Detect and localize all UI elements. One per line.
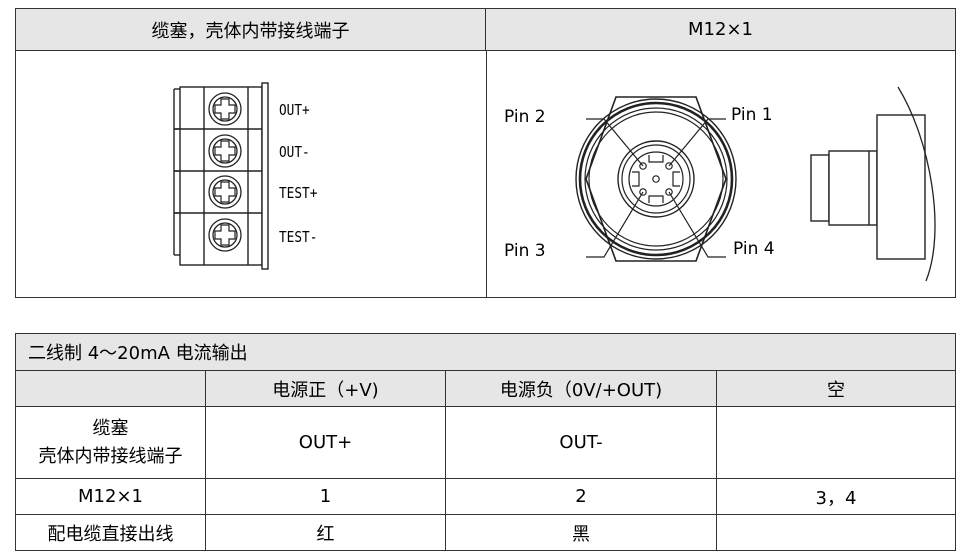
pin-3-label: Pin 3 (504, 241, 546, 261)
row-m12-label: M12×1 (16, 479, 206, 515)
pin-1-label: Pin 1 (731, 105, 773, 125)
row-cable-gland-label: 缆塞 壳体内带接线端子 (16, 407, 206, 479)
row-m12-negative: 2 (446, 479, 717, 515)
connector-side-svg (810, 86, 936, 282)
connector-side-view (806, 81, 956, 291)
col-header-negative: 电源负（0V/+OUT) (446, 371, 717, 407)
top-header-left: 缆塞，壳体内带接线端子 (16, 9, 486, 51)
top-header-right-text: M12×1 (688, 19, 753, 40)
row-cable-gland-positive: OUT+ (206, 407, 446, 479)
m12-connector-svg (575, 96, 737, 262)
row-cable-gland-empty (717, 407, 955, 479)
terminal-label-out-minus: OUT- (279, 143, 310, 161)
row-cable-positive: 红 (206, 515, 446, 550)
col-header-empty (16, 371, 206, 407)
top-divider (486, 51, 487, 297)
row-cable-negative: 黑 (446, 515, 717, 550)
col-header-empty-pin: 空 (717, 371, 955, 407)
terminal-block-svg (173, 82, 269, 270)
top-table: 缆塞，壳体内带接线端子 M12×1 (15, 8, 956, 298)
pin-4-label: Pin 4 (733, 239, 775, 259)
row-cable-empty (717, 515, 955, 550)
wiring-table: 二线制 4～20mA 电流输出 电源正（+V) 电源负（0V/+OUT) 空 缆… (15, 333, 956, 551)
terminal-block-diagram (166, 79, 366, 279)
pin-2-label: Pin 2 (504, 107, 546, 127)
col-header-positive: 电源正（+V) (206, 371, 446, 407)
m12-connector-diagram (556, 79, 776, 279)
top-header-left-text: 缆塞，壳体内带接线端子 (151, 20, 350, 42)
wiring-table-title: 二线制 4～20mA 电流输出 (28, 343, 248, 364)
row-cable-label: 配电缆直接出线 (16, 515, 206, 550)
row-cable-gland-negative: OUT- (446, 407, 717, 479)
wiring-table-title-row: 二线制 4～20mA 电流输出 (16, 334, 955, 371)
row-m12-empty: 3，4 (717, 479, 955, 515)
terminal-label-test-minus: TEST- (279, 228, 318, 246)
terminal-label-test-plus: TEST+ (279, 184, 318, 202)
row-m12-positive: 1 (206, 479, 446, 515)
top-header-right: M12×1 (486, 9, 955, 51)
terminal-label-out-plus: OUT+ (279, 101, 310, 119)
